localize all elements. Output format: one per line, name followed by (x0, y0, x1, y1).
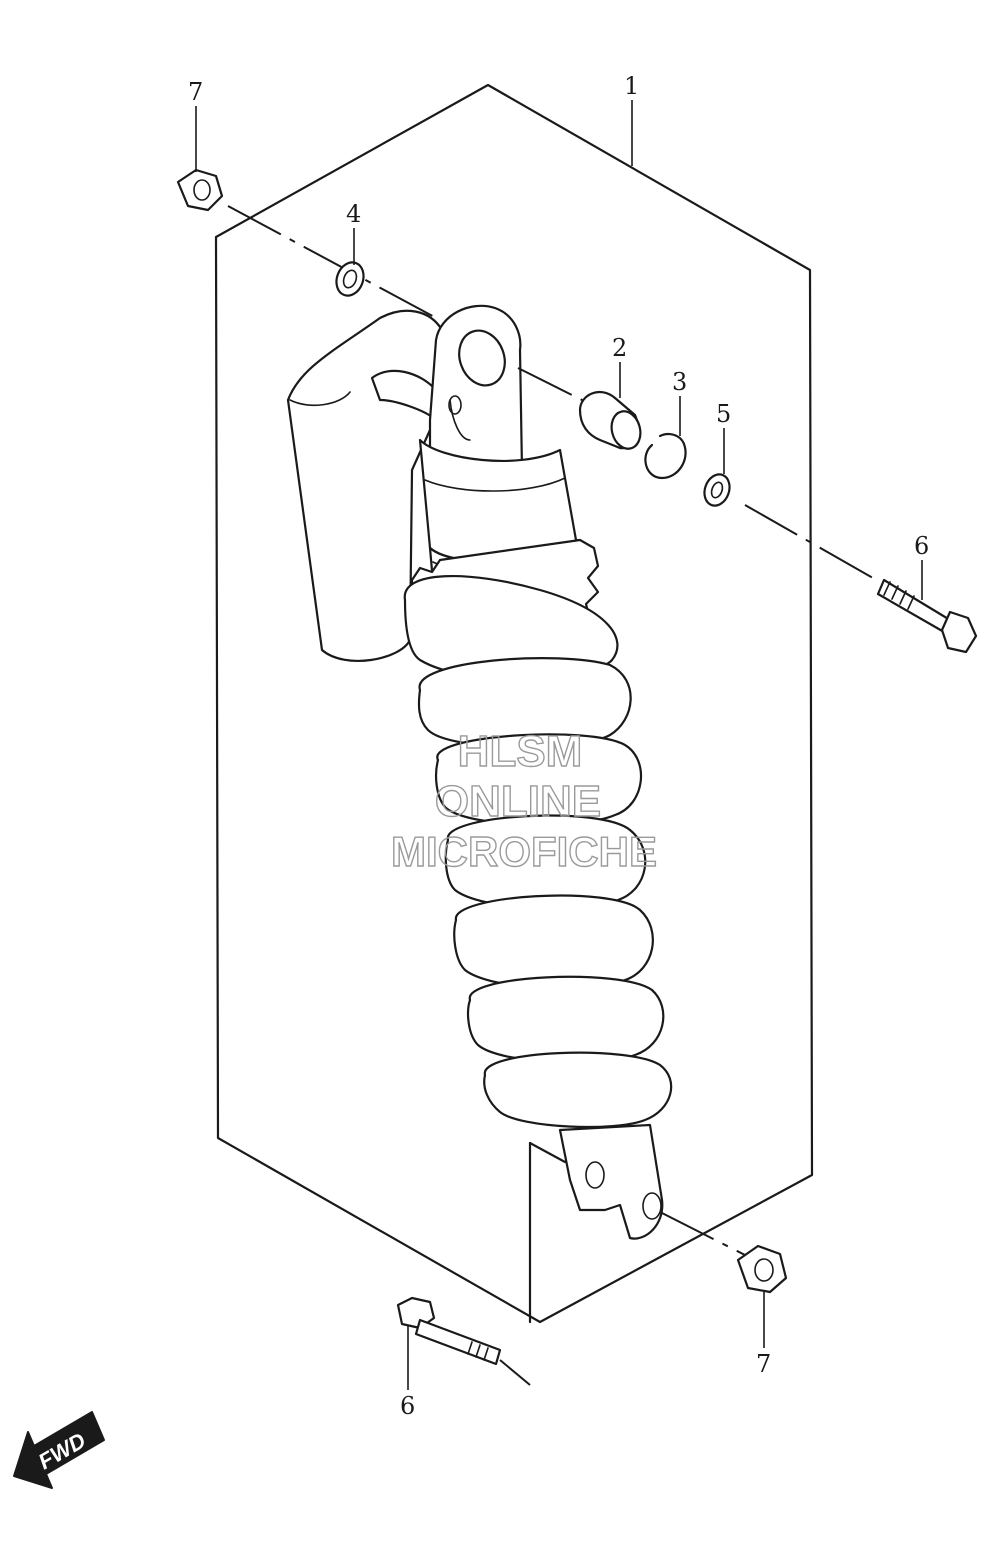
flange-nut-top (176, 168, 224, 212)
watermark-line-3: MICROFICHE (391, 828, 657, 875)
reservoir-canister (286, 309, 444, 662)
alignment-lines (227, 205, 881, 1386)
callout-4: 4 (346, 200, 361, 228)
callout-6-bottom: 6 (400, 1392, 415, 1420)
callout-7-bottom: 7 (756, 1350, 771, 1378)
watermark-line-1: HLSM (458, 727, 583, 776)
circlip-3 (644, 433, 687, 480)
callout-6-right: 6 (914, 532, 929, 560)
coil-spring (403, 574, 673, 1129)
leader-lines (195, 100, 923, 1390)
callout-5: 5 (716, 400, 731, 428)
callout-3: 3 (672, 368, 687, 396)
callout-2: 2 (612, 334, 627, 362)
bolt-right (876, 578, 978, 654)
callout-numbers: 1 7 4 2 3 5 6 7 6 (188, 72, 929, 1420)
watermark: HLSM ONLINE MICROFICHE (390, 726, 657, 875)
bolt-bottom (396, 1296, 502, 1366)
watermark-line-2: ONLINE (435, 777, 601, 826)
callout-7-top: 7 (188, 78, 203, 106)
washer-4 (335, 261, 365, 297)
washer-5 (703, 473, 731, 507)
callout-1: 1 (624, 72, 639, 100)
assembly-box (214, 83, 814, 1324)
lower-clevis (558, 1123, 664, 1240)
bushing-2 (578, 391, 642, 450)
fwd-arrow-icon: FWD (13, 1411, 105, 1489)
flange-nut-bottom (736, 1244, 788, 1294)
